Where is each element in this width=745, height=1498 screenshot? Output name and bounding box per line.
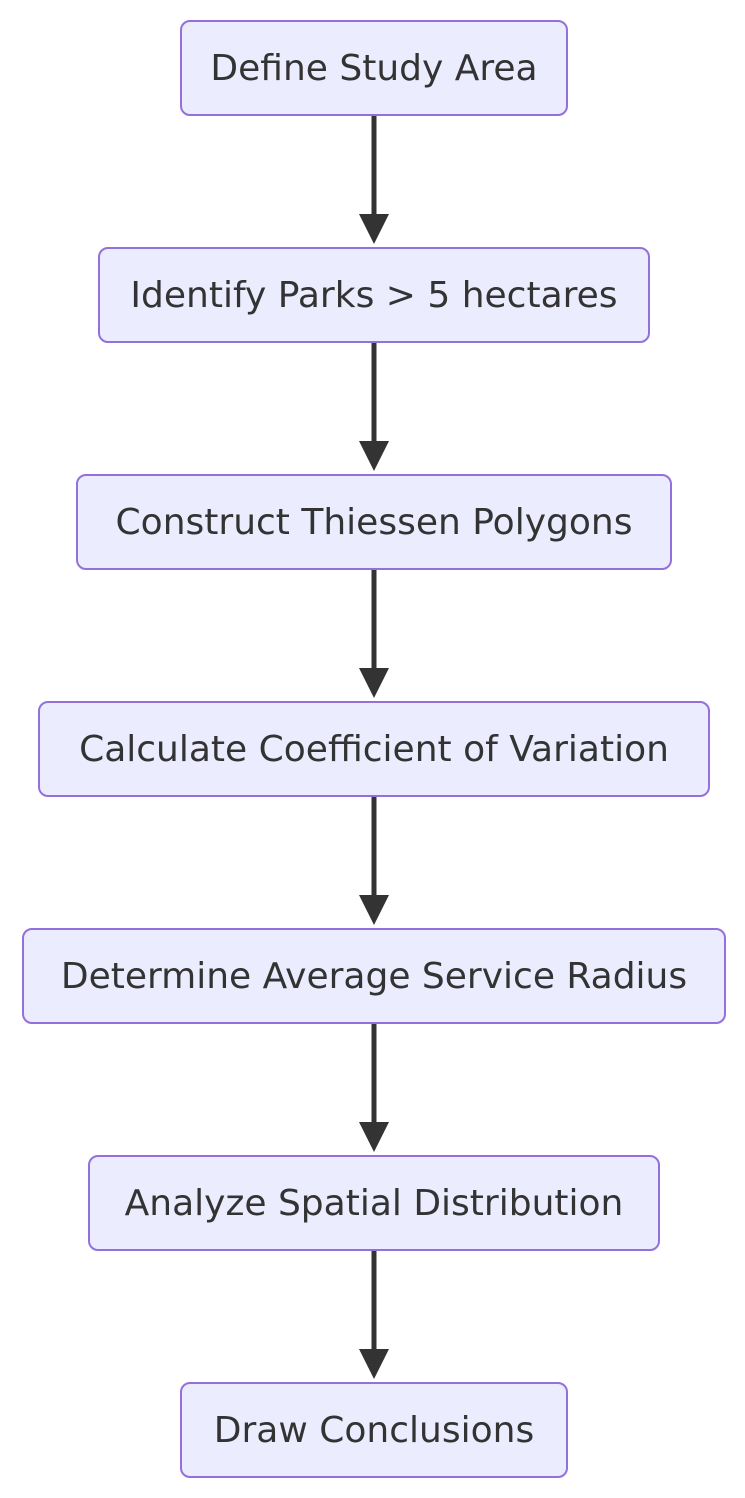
- node-label: Calculate Coefficient of Variation: [79, 728, 669, 770]
- node-identify-parks: Identify Parks > 5 hectares: [98, 247, 650, 343]
- node-define-study-area: Define Study Area: [180, 20, 568, 116]
- arrowhead-icon: [359, 1122, 389, 1152]
- edge-n1-n2: [359, 116, 389, 244]
- arrowhead-icon: [359, 1349, 389, 1379]
- arrowhead-icon: [359, 668, 389, 698]
- node-label: Draw Conclusions: [213, 1409, 535, 1451]
- edge-n6-n7: [359, 1251, 389, 1379]
- node-label: Construct Thiessen Polygons: [115, 501, 633, 543]
- edge-n3-n4: [359, 570, 389, 698]
- arrowhead-icon: [359, 441, 389, 471]
- node-construct-thiessen-polygons: Construct Thiessen Polygons: [76, 474, 672, 570]
- node-calculate-coefficient-of-variation: Calculate Coefficient of Variation: [38, 701, 710, 797]
- node-label: Define Study Area: [210, 47, 538, 89]
- node-analyze-spatial-distribution: Analyze Spatial Distribution: [88, 1155, 660, 1251]
- edge-n2-n3: [359, 343, 389, 471]
- node-label: Analyze Spatial Distribution: [124, 1182, 624, 1224]
- node-label: Identify Parks > 5 hectares: [130, 274, 618, 316]
- edge-n5-n6: [359, 1024, 389, 1152]
- arrowhead-icon: [359, 214, 389, 244]
- node-determine-average-service-radius: Determine Average Service Radius: [22, 928, 726, 1024]
- edge-n4-n5: [359, 797, 389, 925]
- node-label: Determine Average Service Radius: [60, 955, 688, 997]
- arrowhead-icon: [359, 895, 389, 925]
- node-draw-conclusions: Draw Conclusions: [180, 1382, 568, 1478]
